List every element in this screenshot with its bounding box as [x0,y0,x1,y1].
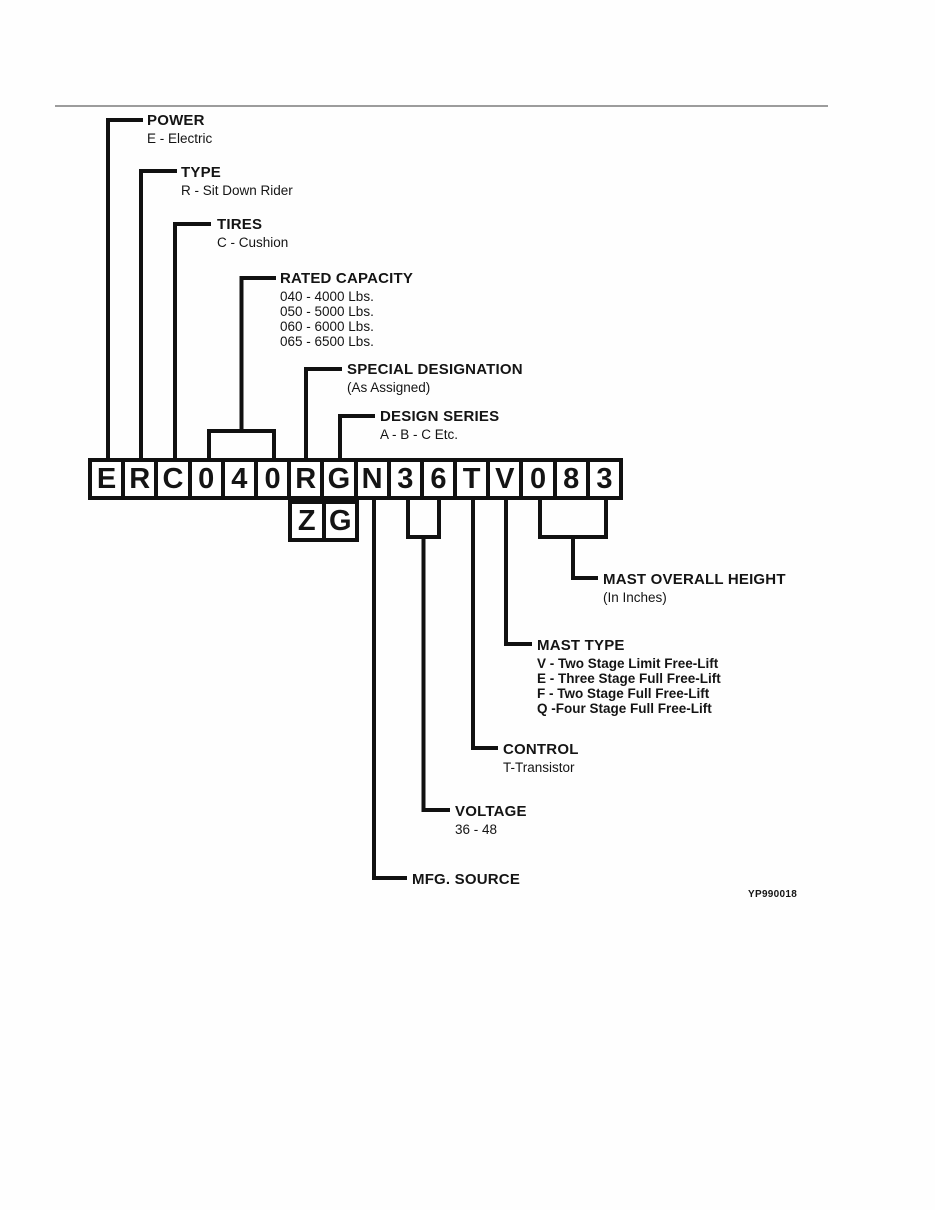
code-char-voltage-2: 6 [419,462,453,496]
code-char-tires: C [154,462,187,496]
figure-code: YP990018 [748,889,798,900]
code-char-power: E [96,462,117,495]
connector-rated-capacity-bracket [207,429,276,458]
connector-control-line [471,500,498,750]
callout-design-series: DESIGN SERIES A - B - C Etc. [380,408,499,442]
callout-voltage-title: VOLTAGE [455,803,527,820]
connector-special-designation-line [304,367,342,458]
connector-power-line [106,118,143,458]
code-char-height-3: 3 [585,462,619,496]
callout-tires-title: TIRES [217,216,263,233]
callout-tires: TIRES C - Cushion [217,216,288,250]
code-char-height-2: 8 [552,462,586,496]
callout-mast-overall-height-item: (In Inches) [603,590,667,605]
callout-rated-capacity-item: 050 - 5000 Lbs. [280,304,374,319]
connector-mast-height-line [571,537,598,580]
callout-mast-type-item: V - Two Stage Limit Free-Lift [537,656,719,671]
callout-special-designation: SPECIAL DESIGNATION (As Assigned) [347,361,523,395]
callout-mast-overall-height: MAST OVERALL HEIGHT (In Inches) [603,571,786,605]
callout-special-designation-title: SPECIAL DESIGNATION [347,361,523,378]
callout-power: POWER E - Electric [147,112,212,146]
callout-mast-overall-height-title: MAST OVERALL HEIGHT [603,571,786,588]
code-char-capacity-1: 0 [187,462,221,496]
code-char-mast-type: V [486,462,519,496]
callout-mast-type-item: E - Three Stage Full Free-Lift [537,671,721,686]
model-code-row: E R C 0 4 0 R G N 3 6 T V 0 8 3 [88,458,623,500]
connector-voltage-line [421,537,450,812]
callout-mast-type: MAST TYPE V - Two Stage Limit Free-Lift … [537,637,721,716]
alt-code-char-series: G [321,504,356,538]
callout-power-item: E - Electric [147,131,213,146]
callout-design-series-title: DESIGN SERIES [380,408,500,425]
callout-type-title: TYPE [181,164,221,181]
connector-mast-height-bracket [538,500,608,539]
callout-mfg-source-title: MFG. SOURCE [412,871,521,888]
connector-mfg-source-line [372,500,407,880]
connector-mast-type-line [504,500,532,646]
callout-control: CONTROL T-Transistor [503,741,579,775]
code-char-mfg: N [353,462,387,496]
model-code-alt-row: Z G [288,500,359,542]
callout-mast-type-item: Q -Four Stage Full Free-Lift [537,701,712,716]
callout-rated-capacity-item: 040 - 4000 Lbs. [280,289,374,304]
code-char-voltage-1: 3 [386,462,420,496]
callout-special-designation-item: (As Assigned) [347,380,431,395]
connector-tires-line [173,222,211,458]
top-divider-rule [55,105,828,107]
callout-mast-type-title: MAST TYPE [537,637,625,654]
connector-rated-capacity-line [239,276,276,431]
code-char-capacity-3: 0 [253,462,287,496]
code-char-type: R [121,462,154,496]
callout-rated-capacity-item: 065 - 6500 Lbs. [280,334,374,349]
callout-power-title: POWER [147,112,205,129]
connector-type-line [139,169,177,458]
connector-design-series-line [338,414,375,458]
callout-voltage: VOLTAGE 36 - 48 [455,803,527,837]
code-char-special: R [287,462,320,496]
code-char-control: T [453,462,486,496]
connector-voltage-bracket [406,500,441,539]
callout-design-series-item: A - B - C Etc. [380,427,459,442]
callout-mast-type-item: F - Two Stage Full Free-Lift [537,686,710,701]
callout-control-title: CONTROL [503,741,579,758]
code-char-series: G [320,462,353,496]
callout-mfg-source: MFG. SOURCE [412,871,520,890]
callout-voltage-item: 36 - 48 [455,822,498,837]
callout-type: TYPE R - Sit Down Rider [181,164,293,198]
callout-type-item: R - Sit Down Rider [181,183,293,198]
callout-control-item: T-Transistor [503,760,575,775]
alt-code-char-special: Z [297,504,316,537]
code-char-height-1: 0 [519,462,552,496]
code-char-capacity-2: 4 [220,462,254,496]
callout-rated-capacity: RATED CAPACITY 040 - 4000 Lbs. 050 - 500… [280,270,413,349]
callout-rated-capacity-item: 060 - 6000 Lbs. [280,319,374,334]
callout-tires-item: C - Cushion [217,235,289,250]
callout-rated-capacity-title: RATED CAPACITY [280,270,414,287]
